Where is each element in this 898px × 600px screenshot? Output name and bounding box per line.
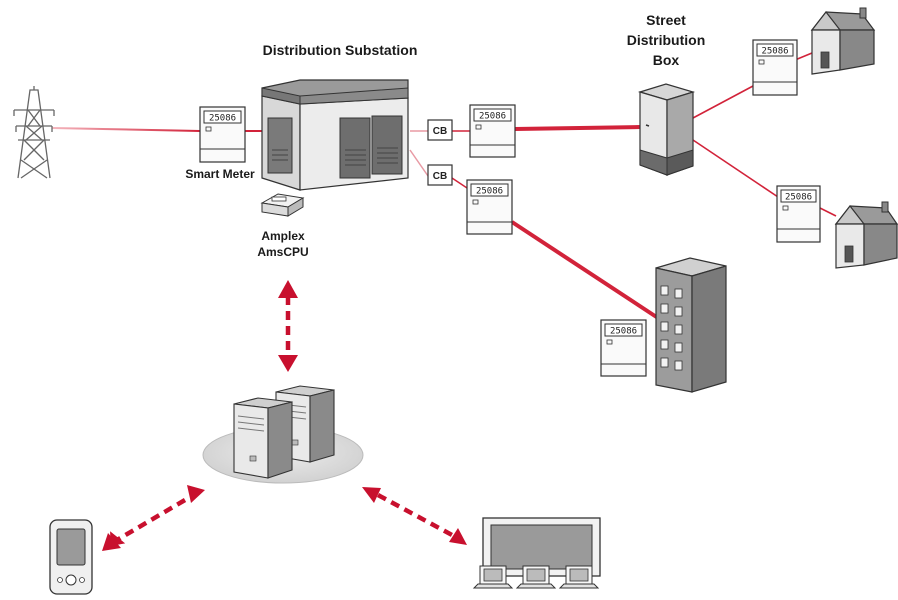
line-tower-to-meter bbox=[51, 127, 201, 132]
smart-meter-icon: 25086 bbox=[776, 185, 821, 243]
laptop-icon bbox=[472, 565, 514, 589]
street-box-label-line2: Distribution bbox=[627, 32, 706, 48]
meter-reading: 25086 bbox=[476, 187, 503, 197]
line-substation-to-cb2 bbox=[409, 149, 429, 177]
meter-reading: 25086 bbox=[785, 193, 812, 203]
line-meter-to-house-bottom bbox=[819, 207, 837, 217]
office-building-icon bbox=[655, 257, 727, 393]
circuit-breaker-icon: CB bbox=[427, 164, 453, 186]
power-lines bbox=[51, 52, 837, 320]
laptop-icon bbox=[515, 565, 557, 589]
smart-meter-icon: 25086 bbox=[469, 104, 516, 158]
laptop-icon bbox=[558, 565, 600, 589]
smart-meter-label: Smart Meter bbox=[185, 167, 255, 181]
meter-reading: 25086 bbox=[209, 114, 236, 124]
server-icon bbox=[233, 397, 293, 479]
amplex-label-line2: AmsCPU bbox=[257, 245, 308, 259]
server-cluster bbox=[202, 385, 364, 484]
smart-meter-icon: 25086 bbox=[199, 106, 246, 163]
street-box-icon bbox=[637, 83, 696, 176]
printer-icon bbox=[260, 193, 305, 217]
smart-meter-icon: 25086 bbox=[752, 39, 798, 96]
street-box-label-line1: Street bbox=[646, 12, 686, 28]
smart-meter-icon: 25086 bbox=[600, 319, 647, 377]
meter-reading: 25086 bbox=[761, 47, 788, 57]
arrow-servers-to-handheld bbox=[102, 485, 205, 551]
data-link-arrows bbox=[102, 280, 467, 551]
line-meter-to-building bbox=[510, 220, 660, 320]
handheld-device-icon bbox=[49, 519, 93, 595]
transmission-tower-icon bbox=[13, 86, 55, 179]
house-icon bbox=[834, 201, 898, 269]
substation-label: Distribution Substation bbox=[263, 42, 418, 58]
street-box-label-line3: Box bbox=[653, 52, 680, 68]
arrow-amscpu-to-servers bbox=[278, 280, 298, 372]
line-meter-to-house-top bbox=[794, 52, 813, 61]
smart-meter-icon: 25086 bbox=[466, 179, 513, 235]
line-meter-to-streetbox bbox=[514, 125, 641, 131]
house-icon bbox=[810, 7, 876, 75]
arrow-servers-to-laptops bbox=[362, 487, 467, 545]
substation-icon bbox=[261, 79, 409, 191]
breaker-label: CB bbox=[433, 126, 447, 137]
meter-reading: 25086 bbox=[479, 112, 506, 122]
breaker-label: CB bbox=[433, 171, 447, 182]
line-streetbox-to-meter-top bbox=[692, 85, 754, 119]
meter-reading: 25086 bbox=[610, 327, 637, 337]
diagram-labels: Distribution Substation Street Distribut… bbox=[185, 12, 705, 259]
circuit-breaker-icon: CB bbox=[427, 119, 453, 141]
line-streetbox-to-meter-bottom bbox=[692, 139, 779, 198]
amplex-label-line1: Amplex bbox=[261, 229, 305, 243]
